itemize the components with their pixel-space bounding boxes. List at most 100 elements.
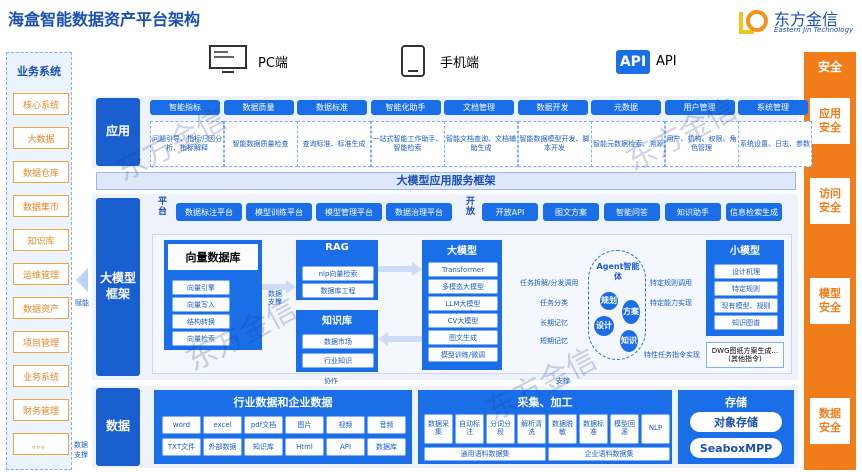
vector-db-item: 向量引擎	[172, 280, 230, 295]
industry-data-item: 视频	[326, 416, 365, 434]
open-item-button: 智能问答	[604, 203, 660, 221]
platform-button: 模型管理平台	[316, 203, 382, 221]
big-model-title: 大模型	[447, 246, 477, 257]
industry-data-item: pdf文档	[244, 416, 283, 434]
data-support-label: 数据支撑	[74, 441, 88, 459]
data-support-mid-label: 数据 支撑	[268, 290, 282, 307]
business-system-item: 数据仓库	[13, 161, 69, 183]
app-item-button: 元数据	[591, 100, 661, 115]
storage-title: 存储	[725, 396, 747, 409]
device-phone-label: 手机端	[440, 56, 480, 71]
business-system-item: 数据集市	[13, 195, 69, 217]
application-header: 应用	[96, 98, 140, 166]
phone-icon	[401, 45, 425, 77]
industry-data-item: Html	[285, 438, 324, 456]
collect-item: 解析清洗	[517, 414, 546, 444]
industry-data-item: 图片	[285, 416, 324, 434]
collect-footer-general: 通用语料数据集	[424, 447, 546, 461]
security-header: 安全	[817, 60, 842, 74]
small-model-note: DWG图纸方案生成...(其他指令)	[706, 342, 784, 368]
monitor-icon	[209, 45, 247, 73]
business-system-item: 运维管理	[13, 263, 69, 285]
collect-item: 数据标准	[579, 414, 608, 444]
mid-label-longmem: 长期记忆	[540, 319, 568, 327]
right-label-capability: 特定能力实现	[650, 299, 692, 307]
app-item-button: 系统管理	[738, 100, 808, 115]
collect-item: NLP	[641, 414, 670, 444]
storage-seabox: SeaboxMPP	[690, 438, 782, 458]
open-label: 开 放	[466, 197, 476, 217]
app-item-button: 文档管理	[444, 100, 514, 115]
platform-label: 平 台	[158, 197, 168, 217]
platform-button: 模型训练平台	[246, 203, 312, 221]
kb-item-industry: 行业知识	[302, 353, 374, 368]
security-app: 应用 安全	[810, 98, 850, 144]
rag-item-db: 数据库工程	[302, 283, 374, 298]
business-system-item: 业务系统	[13, 365, 69, 387]
api-icon: API	[616, 50, 650, 74]
support-label: 支撑	[554, 376, 572, 386]
security-model: 模型 安全	[810, 278, 850, 324]
vector-db-item: 结构转换	[172, 314, 230, 329]
industry-data-item: 数据库	[367, 438, 406, 456]
small-model-item: 知识图谱	[714, 315, 778, 330]
business-system-item: 财务管理	[13, 399, 69, 421]
arrow-vector-to-rag-icon	[262, 280, 296, 294]
industry-data-item: TXT文件	[162, 438, 201, 456]
device-pc	[208, 44, 248, 78]
industry-data-item: excel	[203, 416, 242, 434]
kb-item-market: 数据市场	[302, 334, 374, 349]
app-item-desc: 查询标准、标准生成	[297, 121, 371, 167]
open-item-button: 知识助手	[665, 203, 721, 221]
app-item-button: 数据开发	[517, 100, 588, 115]
platform-button: 数据治理平台	[386, 203, 452, 221]
industry-data-item: word	[162, 416, 201, 434]
rag-title: RAG	[325, 242, 349, 253]
open-item-button: 开放API	[482, 203, 538, 221]
app-item-desc: 智能数据模型开发、脚本开发	[517, 121, 592, 167]
agent-scheme: 方案	[622, 300, 640, 324]
app-item-desc: 智能文档查询、文档辅助生成	[444, 121, 518, 167]
llm-service-band: 大模型应用服务框架	[96, 172, 796, 190]
big-model-item: 模型训练/微调	[428, 347, 498, 362]
business-system-item: 大数据	[13, 127, 69, 149]
app-item-button: 用户管理	[664, 100, 735, 115]
capability-label: 赋能	[75, 299, 89, 307]
collect-item: 模型回滚	[610, 414, 639, 444]
mid-label-shortmem: 短期记忆	[540, 337, 568, 345]
left-arrow-icon	[76, 268, 88, 292]
kb-title: 知识库	[322, 316, 352, 327]
business-system-item: 核心系统	[13, 93, 69, 115]
app-item-desc: 智能数据质量检查	[223, 121, 298, 167]
device-api-label: API	[656, 54, 677, 69]
security-column: 安全 应用 安全 访问 安全 模型 安全 数据 安全	[804, 52, 856, 470]
agent-ring	[588, 250, 646, 360]
app-item-button: 数据质量	[223, 100, 294, 115]
business-system-item: 数据资产	[13, 297, 69, 319]
app-item-desc: 问题引导、指标归因分析、指标解释	[150, 121, 224, 167]
collect-footer-enterprise: 企业语料数据集	[548, 447, 670, 461]
app-item-desc: 用户、机构、权限、角色管理	[664, 121, 739, 167]
right-label-rule: 特定规则调用	[650, 279, 692, 287]
business-systems-column: 业务系统 核心系统大数据数据仓库数据集市知识库运维管理数据资产项目管理业务系统财…	[6, 52, 72, 470]
small-model-item: 设计机理	[714, 264, 778, 279]
agent-knowledge: 知识	[620, 330, 638, 352]
storage-object: 对象存储	[690, 412, 782, 432]
app-item-button: 智能指标	[150, 100, 220, 115]
collect-item: 数据脱敏	[548, 414, 577, 444]
platform-button: 数据标注平台	[176, 203, 242, 221]
small-model-title: 小模型	[730, 246, 760, 257]
big-model-item: Transformer	[428, 262, 498, 277]
industry-data-item: 音频	[367, 416, 406, 434]
right-label-instruction: 特性任务指令实现	[644, 351, 700, 359]
arrow-kb-to-model-icon	[378, 332, 422, 346]
security-data: 数据 安全	[810, 398, 850, 444]
collect-item: 数据采集	[424, 414, 453, 444]
industry-data-item: 知识库	[244, 438, 283, 456]
device-pc-label: PC端	[258, 56, 288, 71]
brand-name: 东方金信	[774, 10, 839, 29]
big-model-item: CV大模型	[428, 313, 498, 328]
security-access: 访问 安全	[810, 178, 850, 224]
big-model-item: 图文生成	[428, 330, 498, 345]
arrow-rag-to-model-icon	[378, 262, 422, 276]
